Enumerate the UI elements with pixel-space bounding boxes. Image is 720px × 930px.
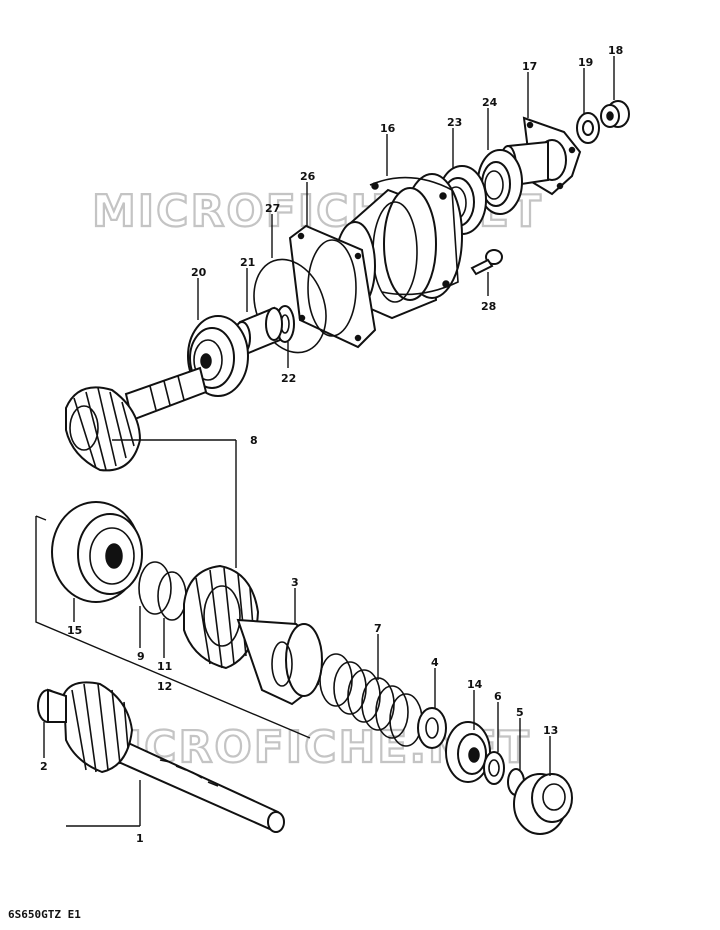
part-18-nut[interactable] — [600, 100, 630, 128]
callout-14: 14 — [467, 678, 483, 691]
callout-13: 13 — [543, 724, 558, 737]
callout-27: 27 — [265, 202, 280, 215]
callout-28: 28 — [481, 300, 496, 313]
callout-17: 17 — [522, 60, 537, 73]
callout-22: 22 — [281, 372, 296, 385]
part-19-washer[interactable] — [576, 112, 600, 144]
ring-gear[interactable] — [183, 564, 260, 670]
callout-16: 16 — [380, 122, 396, 135]
callout-26: 26 — [300, 170, 316, 183]
callout-20: 20 — [191, 266, 207, 279]
drawing-code: 6S650GTZ E1 — [8, 908, 81, 921]
drive-pinion-gear[interactable] — [65, 366, 208, 472]
callout-11: 11 — [157, 660, 172, 673]
part-15-bearing[interactable] — [51, 501, 143, 603]
callout-4: 4 — [431, 656, 439, 669]
part-6-ring[interactable] — [483, 751, 505, 785]
callout-21: 21 — [240, 256, 255, 269]
callout-24: 24 — [482, 96, 498, 109]
part-24-bearing[interactable] — [477, 149, 523, 215]
callout-9: 9 — [137, 650, 145, 663]
part-4-spacer[interactable] — [417, 707, 447, 749]
part-11-shim[interactable] — [157, 571, 187, 621]
part-13-cap[interactable] — [513, 773, 573, 835]
callout-23: 23 — [447, 116, 462, 129]
callout-12: 12 — [157, 680, 172, 693]
part-14-bearing[interactable] — [445, 721, 491, 783]
callout-15: 15 — [67, 624, 82, 637]
callout-1: 1 — [136, 832, 144, 845]
callout-2: 2 — [40, 760, 48, 773]
part-9-shim[interactable] — [138, 561, 172, 615]
part-3-diff-case[interactable] — [236, 618, 323, 706]
callout-5: 5 — [516, 706, 524, 719]
leader-1 — [66, 780, 141, 827]
part-28-bolt[interactable] — [470, 249, 503, 276]
part-26-gasket[interactable] — [288, 224, 377, 349]
callout-18: 18 — [608, 44, 623, 57]
callout-6: 6 — [494, 690, 502, 703]
callout-8: 8 — [250, 434, 258, 447]
part-2-gear[interactable] — [37, 681, 134, 774]
callout-3: 3 — [291, 576, 299, 589]
leader-8 — [112, 439, 237, 568]
callout-7: 7 — [374, 622, 382, 635]
callout-19: 19 — [578, 56, 593, 69]
